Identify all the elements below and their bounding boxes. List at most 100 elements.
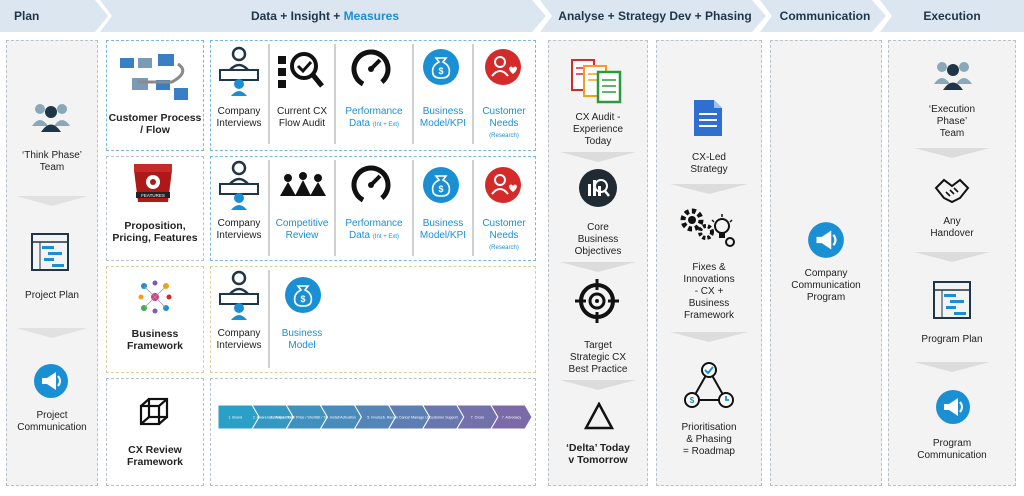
header-data-text: Data + Insight +: [250, 9, 344, 23]
header-communication-label: Communication: [779, 9, 871, 23]
row3-item2-line1: Business: [281, 328, 323, 339]
row4-title-line1: CX Review: [128, 444, 182, 456]
fixes-line2: Innovations: [683, 274, 735, 285]
row1-item4-line1: Business: [422, 106, 464, 117]
megaphone-icon-2: [808, 222, 844, 258]
cx-step-label: 2. Awareness Acquisition: [253, 416, 293, 420]
exec-arrow-1: [914, 148, 990, 158]
cx-step-label: 4. Install Activation: [326, 416, 356, 420]
fixes-line3: - CX +: [694, 286, 724, 297]
row3-title-line2: Framework: [126, 340, 184, 352]
network-icon: [138, 280, 172, 314]
objectives-icon: [579, 169, 617, 207]
row1-sep-1: [268, 44, 270, 144]
row2-item2-line2: Review: [285, 230, 319, 241]
row2-item4-line2: Model/KPI: [419, 230, 467, 241]
row3-item1-line2: Interviews: [216, 340, 262, 351]
header-analyse-shape: [540, 0, 766, 32]
competitive-icon: [280, 172, 326, 196]
audit-line3: Today: [584, 136, 612, 147]
row1-title-line1: Customer Process: [108, 112, 202, 124]
program-plan-icon: [933, 281, 971, 319]
interview-icon: [219, 46, 259, 96]
row1-item3-line1: Performance: [345, 106, 403, 117]
row4-title-line2: Framework: [126, 456, 184, 468]
roadmap-icon: $: [684, 362, 734, 408]
project-plan-label: Project Plan: [25, 290, 79, 301]
project-plan-icon: [31, 233, 69, 271]
program-comm-line1: Program: [932, 438, 972, 449]
company-comm-line3: Program: [806, 292, 846, 303]
cx-step-label: 6. Renew Cancel Manage Usage: [383, 416, 436, 420]
header-execution-shape: [880, 0, 1024, 32]
row3-items-box: [210, 266, 536, 373]
features-icon: FEATURES: [134, 164, 172, 202]
audit-line1: CX Audit -: [575, 112, 621, 123]
process-flow-icon: [120, 54, 188, 100]
analyse-arrow-3: [560, 380, 636, 390]
handover-line1: Any: [943, 216, 961, 227]
plan-comm-line2: Communication: [17, 422, 87, 433]
roadmap-label: Prioritisation& Phasing= Roadmap: [656, 422, 762, 458]
header-execution-label: Execution: [923, 9, 981, 23]
row1-item5-line1: Customer: [482, 106, 526, 117]
money-bag-icon: $: [423, 49, 459, 85]
row4-steps-box: [210, 378, 536, 486]
header-data-label: Data + Insight + Measures: [100, 0, 550, 32]
row2-item3-line1: Performance: [345, 218, 403, 229]
row2-item5-line1: Customer: [482, 218, 526, 229]
money-bag-icon-3: $: [285, 277, 321, 313]
roadmap-line3: = Roadmap: [683, 446, 735, 457]
gears-bulb-icon: [680, 208, 735, 247]
header-data-shape: [100, 0, 546, 32]
row2-item5-line2: Needs: [489, 230, 519, 241]
row1-item3-line2: Data: [348, 118, 373, 129]
strategy-line1: CX-Led: [692, 152, 726, 163]
row1-sep-2: [334, 44, 336, 144]
target-line3: Best Practice: [568, 364, 628, 375]
svg-text:$: $: [690, 396, 695, 405]
row1-item1-line2: Interviews: [216, 118, 262, 129]
interview-icon-2: [219, 160, 259, 210]
header-analyse-label: Analyse + Strategy Dev + Phasing: [558, 9, 752, 23]
row1-item1-line1: Company: [217, 106, 261, 117]
analyse-arrow-2: [560, 262, 636, 272]
row3-left-box: [106, 266, 204, 373]
header-data: Data + Insight + Measures: [100, 0, 550, 32]
customer-needs-icon: [485, 49, 521, 85]
cx-step-chevron: [422, 405, 465, 429]
row1-item3-note: (Int + Ext): [372, 122, 400, 128]
row1-items-box: [210, 40, 536, 151]
svg-text:$: $: [300, 294, 305, 304]
features-badge-text: FEATURES: [141, 193, 165, 198]
row3-title-line1: Business: [131, 328, 179, 340]
fixes-line4: Business: [688, 298, 730, 309]
core-line2: Business: [577, 234, 619, 245]
row1-item5-note: (Research): [489, 133, 519, 139]
row2-item4-line1: Business: [422, 218, 464, 229]
row1-item4-line2: Model/KPI: [419, 118, 467, 129]
row2-title-line1: Proposition,: [124, 220, 186, 232]
row2-sep-1: [268, 160, 270, 256]
row1-item2-line1: Current CX: [276, 106, 327, 117]
roadmap-line2: & Phasing: [686, 434, 732, 445]
cx-step-label: 7. Advocacy: [502, 416, 522, 420]
target-line2: Strategic CX: [569, 352, 627, 363]
header-analyse: Analyse + Strategy Dev + Phasing: [540, 0, 770, 32]
plan-arrow-1: [16, 196, 88, 206]
team-icon-2: [934, 62, 972, 90]
strategy-line2: Strategy: [690, 164, 728, 175]
program-plan-label: Program Plan: [921, 334, 983, 345]
cx-step-label: 5. Invoice: [367, 416, 382, 420]
